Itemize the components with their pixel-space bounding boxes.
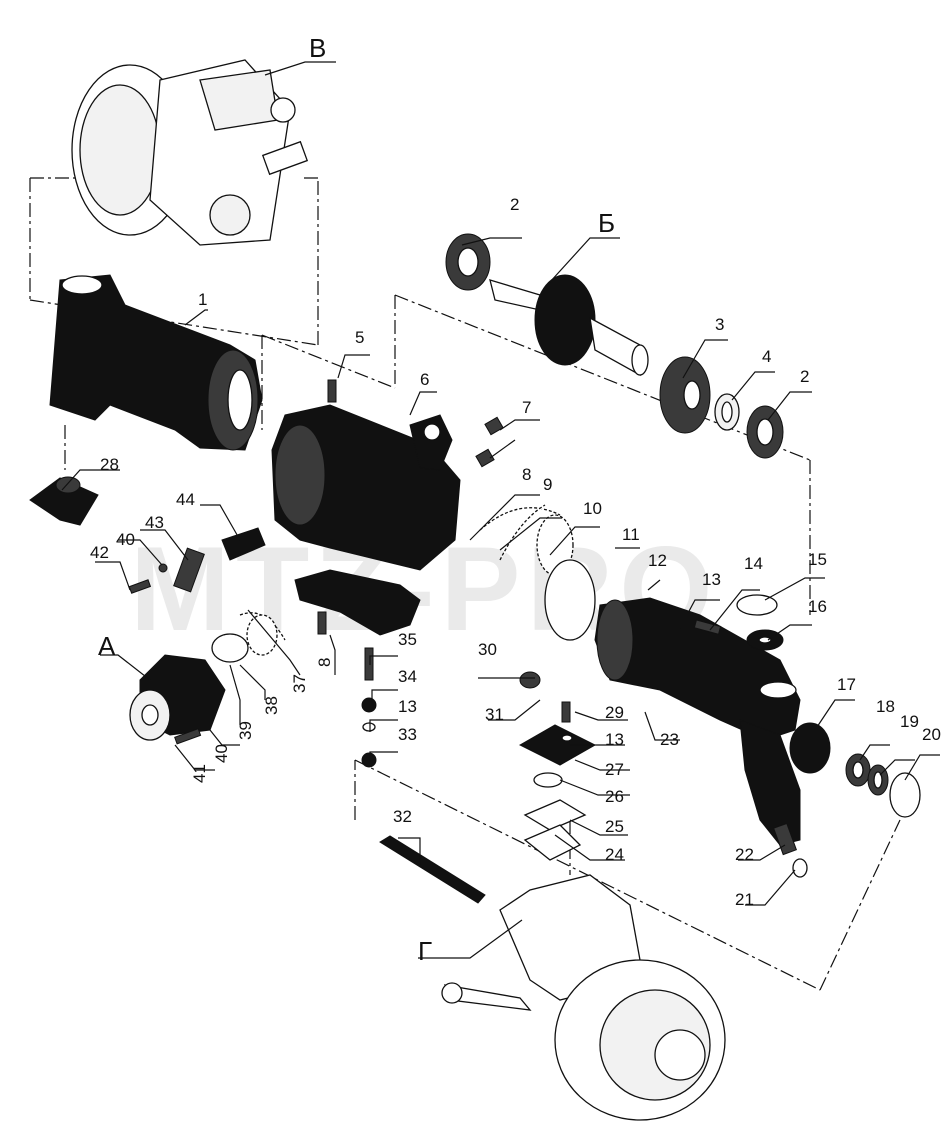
callout-25: 25 — [605, 817, 624, 836]
callout-4: 4 — [762, 347, 771, 366]
callout-19: 19 — [900, 712, 919, 731]
callout-3: 3 — [715, 315, 724, 334]
flange-and-gaskets-24-30 — [518, 671, 597, 861]
shaft-part-32 — [379, 835, 486, 904]
callout-5: 5 — [355, 328, 364, 347]
callout-9: 9 — [543, 475, 552, 494]
pin-and-ring-21-22 — [772, 822, 808, 878]
callout-11: 11 — [622, 525, 640, 544]
callout-18: 18 — [876, 697, 895, 716]
callout-23: 23 — [660, 730, 679, 749]
callout-1: 1 — [198, 290, 207, 309]
callout-38: 38 — [262, 696, 281, 715]
callout-32: 32 — [393, 807, 412, 826]
callout-28: 28 — [100, 455, 119, 474]
callout-44: 44 — [176, 490, 195, 509]
right-axle-housing-part-12 — [594, 597, 801, 846]
callout-17: 17 — [837, 675, 856, 694]
washers-14-16 — [693, 594, 784, 651]
callout-2-top: 2 — [510, 195, 519, 214]
assembly-a-motor — [129, 654, 226, 741]
callout-24: 24 — [605, 845, 624, 864]
label-assembly-b: Б — [598, 208, 615, 238]
callout-7: 7 — [522, 398, 531, 417]
callout-30: 30 — [478, 640, 497, 659]
bearing-and-seals-17-20 — [789, 722, 921, 818]
callout-15: 15 — [808, 550, 827, 569]
callout-13-left: 13 — [398, 697, 417, 716]
callout-26: 26 — [605, 787, 624, 806]
callout-35: 35 — [398, 630, 417, 649]
leader-lines — [61, 61, 940, 959]
assembly-g-wheel-hub — [441, 874, 726, 1121]
callout-16: 16 — [808, 597, 827, 616]
parts-40-44 — [128, 527, 327, 745]
callout-37: 37 — [290, 674, 309, 693]
center-housing-part-6 — [271, 404, 461, 571]
plate-part — [294, 569, 421, 636]
callout-6: 6 — [420, 370, 429, 389]
assembly-v-final-drive — [71, 59, 309, 246]
callout-12: 12 — [648, 551, 667, 570]
callout-40-top: 40 — [116, 530, 135, 549]
pinion-shaft-b — [445, 233, 649, 377]
callout-29: 29 — [605, 703, 624, 722]
callout-42: 42 — [90, 543, 109, 562]
callout-43: 43 — [145, 513, 164, 532]
callout-20: 20 — [922, 725, 941, 744]
callout-8-bottom: 8 — [315, 658, 334, 667]
label-assembly-v: В — [309, 33, 326, 63]
left-axle-housing-part-1 — [49, 274, 263, 451]
mount-part-28 — [29, 476, 99, 526]
callout-39: 39 — [236, 721, 255, 740]
callout-31: 31 — [485, 705, 504, 724]
callout-21: 21 — [735, 890, 754, 909]
callout-10: 10 — [583, 499, 602, 518]
small-bolts — [327, 379, 504, 468]
label-assembly-g: Г — [418, 936, 432, 966]
label-assembly-a: А — [98, 631, 116, 661]
callout-34: 34 — [398, 667, 417, 686]
stack-33-35 — [361, 647, 377, 768]
callout-2-right: 2 — [800, 367, 809, 386]
callout-labels: 1 2 3 4 2 5 6 7 8 9 10 11 12 13 14 15 16… — [90, 33, 941, 966]
callout-13-right: 13 — [702, 570, 721, 589]
gear-and-rings — [659, 356, 784, 459]
callout-22: 22 — [735, 845, 754, 864]
callout-8-top: 8 — [522, 465, 531, 484]
callout-13-center: 13 — [605, 730, 624, 749]
callout-14: 14 — [744, 554, 763, 573]
callout-33: 33 — [398, 725, 417, 744]
callout-41: 41 — [190, 764, 209, 783]
callout-40-bottom: 40 — [212, 744, 231, 763]
callout-27: 27 — [605, 760, 624, 779]
